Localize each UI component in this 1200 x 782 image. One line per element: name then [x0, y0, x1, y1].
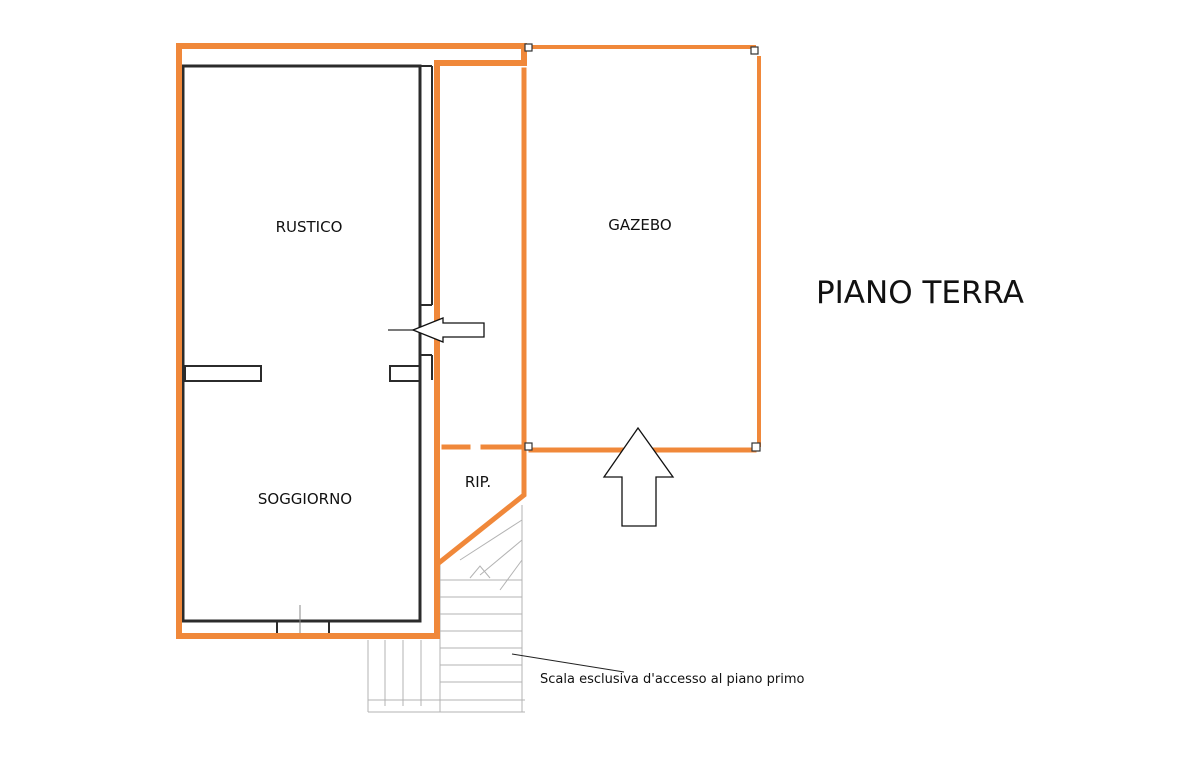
stair-direction — [469, 565, 491, 579]
stair-tread — [479, 539, 523, 576]
plan-walls — [181, 64, 433, 634]
side-entrance-arrow-icon — [411, 317, 485, 343]
gazebo-post — [524, 442, 533, 451]
stair-note-leader — [511, 653, 625, 673]
main-outer-wall — [181, 64, 422, 623]
stair-tread — [499, 559, 523, 591]
main-building-outline — [176, 43, 527, 639]
gazebo-post — [524, 43, 533, 52]
main-entrance-arrow-icon — [602, 426, 675, 527]
stair-tread — [459, 519, 523, 561]
staircase — [367, 505, 525, 713]
room-label-rustico: RUSTICO — [276, 218, 343, 236]
room-label-soggiorno: SOGGIORNO — [258, 490, 352, 508]
floor-title: PIANO TERRA — [816, 275, 1024, 311]
partition-right — [389, 365, 421, 382]
stair-note: Scala esclusiva d'accesso al piano primo — [540, 672, 804, 687]
gazebo-posts — [524, 43, 761, 452]
rip-diagonal-wall — [436, 449, 527, 566]
partition-left — [184, 365, 262, 382]
room-label-gazebo: GAZEBO — [608, 216, 671, 234]
gazebo-post — [751, 442, 761, 452]
highlight-perimeter — [176, 43, 761, 639]
room-label-rip: RIP. — [465, 473, 491, 491]
gazebo-post — [750, 46, 759, 55]
